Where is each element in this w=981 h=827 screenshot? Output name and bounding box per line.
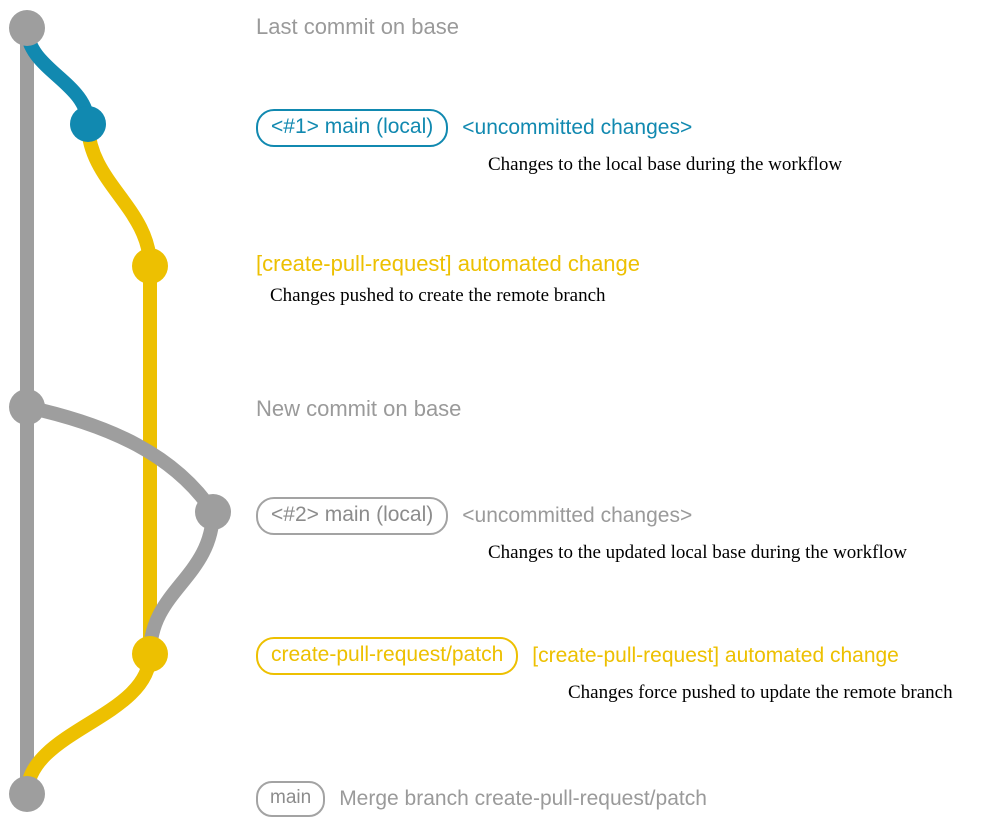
commit-note-automated-change-2: Changes force pushed to update the remot… <box>568 682 953 703</box>
row-automated-change-2: create-pull-request/patch [create-pull-r… <box>256 637 981 704</box>
node-local-commit-2 <box>195 494 231 530</box>
edge-local-1-to-remote-1 <box>81 117 157 273</box>
commit-subject-automated-change-1: [create-pull-request] automated change <box>256 251 641 276</box>
commit-subject-local-main-1: <uncommitted changes> <box>462 116 693 139</box>
commit-subject-local-main-2: <uncommitted changes> <box>462 504 693 527</box>
row-local-main-1: <#1> main (local) <uncommitted changes> … <box>256 109 981 176</box>
branch-badge-main[interactable]: main <box>256 781 326 817</box>
row-last-commit-on-base: Last commit on base <box>256 14 981 40</box>
row-local-main-2: <#2> main (local) <uncommitted changes> … <box>256 497 981 564</box>
commit-subject-merge: Merge branch create-pull-request/patch <box>339 787 707 810</box>
node-remote-commit-2 <box>132 636 168 672</box>
commit-note-automated-change-1: Changes pushed to create the remote bran… <box>270 285 606 306</box>
row-automated-change-1: [create-pull-request] automated change C… <box>256 251 981 307</box>
row-merge-commit: main Merge branch create-pull-request/pa… <box>256 781 981 817</box>
edge-remote-2-to-merge <box>20 647 157 801</box>
node-local-commit-1 <box>70 106 106 142</box>
node-merge <box>9 776 45 812</box>
node-remote-commit-1 <box>132 248 168 284</box>
commit-subject-last-commit-on-base: Last commit on base <box>256 14 459 39</box>
branch-badge-create-pull-request-patch[interactable]: create-pull-request/patch <box>256 637 519 675</box>
commit-note-local-main-2: Changes to the updated local base during… <box>488 542 907 563</box>
node-base-head <box>9 10 45 46</box>
commit-note-local-main-1: Changes to the local base during the wor… <box>488 154 843 175</box>
node-base-new-commit <box>9 389 45 425</box>
commit-subject-automated-change-2: [create-pull-request] automated change <box>532 644 899 667</box>
row-new-commit-on-base: New commit on base <box>256 396 981 422</box>
edge-local-2-to-remote-2 <box>143 505 220 661</box>
branch-badge-local-main-1[interactable]: <#1> main (local) <box>256 109 449 147</box>
branch-badge-local-main-2[interactable]: <#2> main (local) <box>256 497 449 535</box>
edge-base-to-local-2 <box>20 400 220 519</box>
commit-subject-new-commit-on-base: New commit on base <box>256 396 462 421</box>
